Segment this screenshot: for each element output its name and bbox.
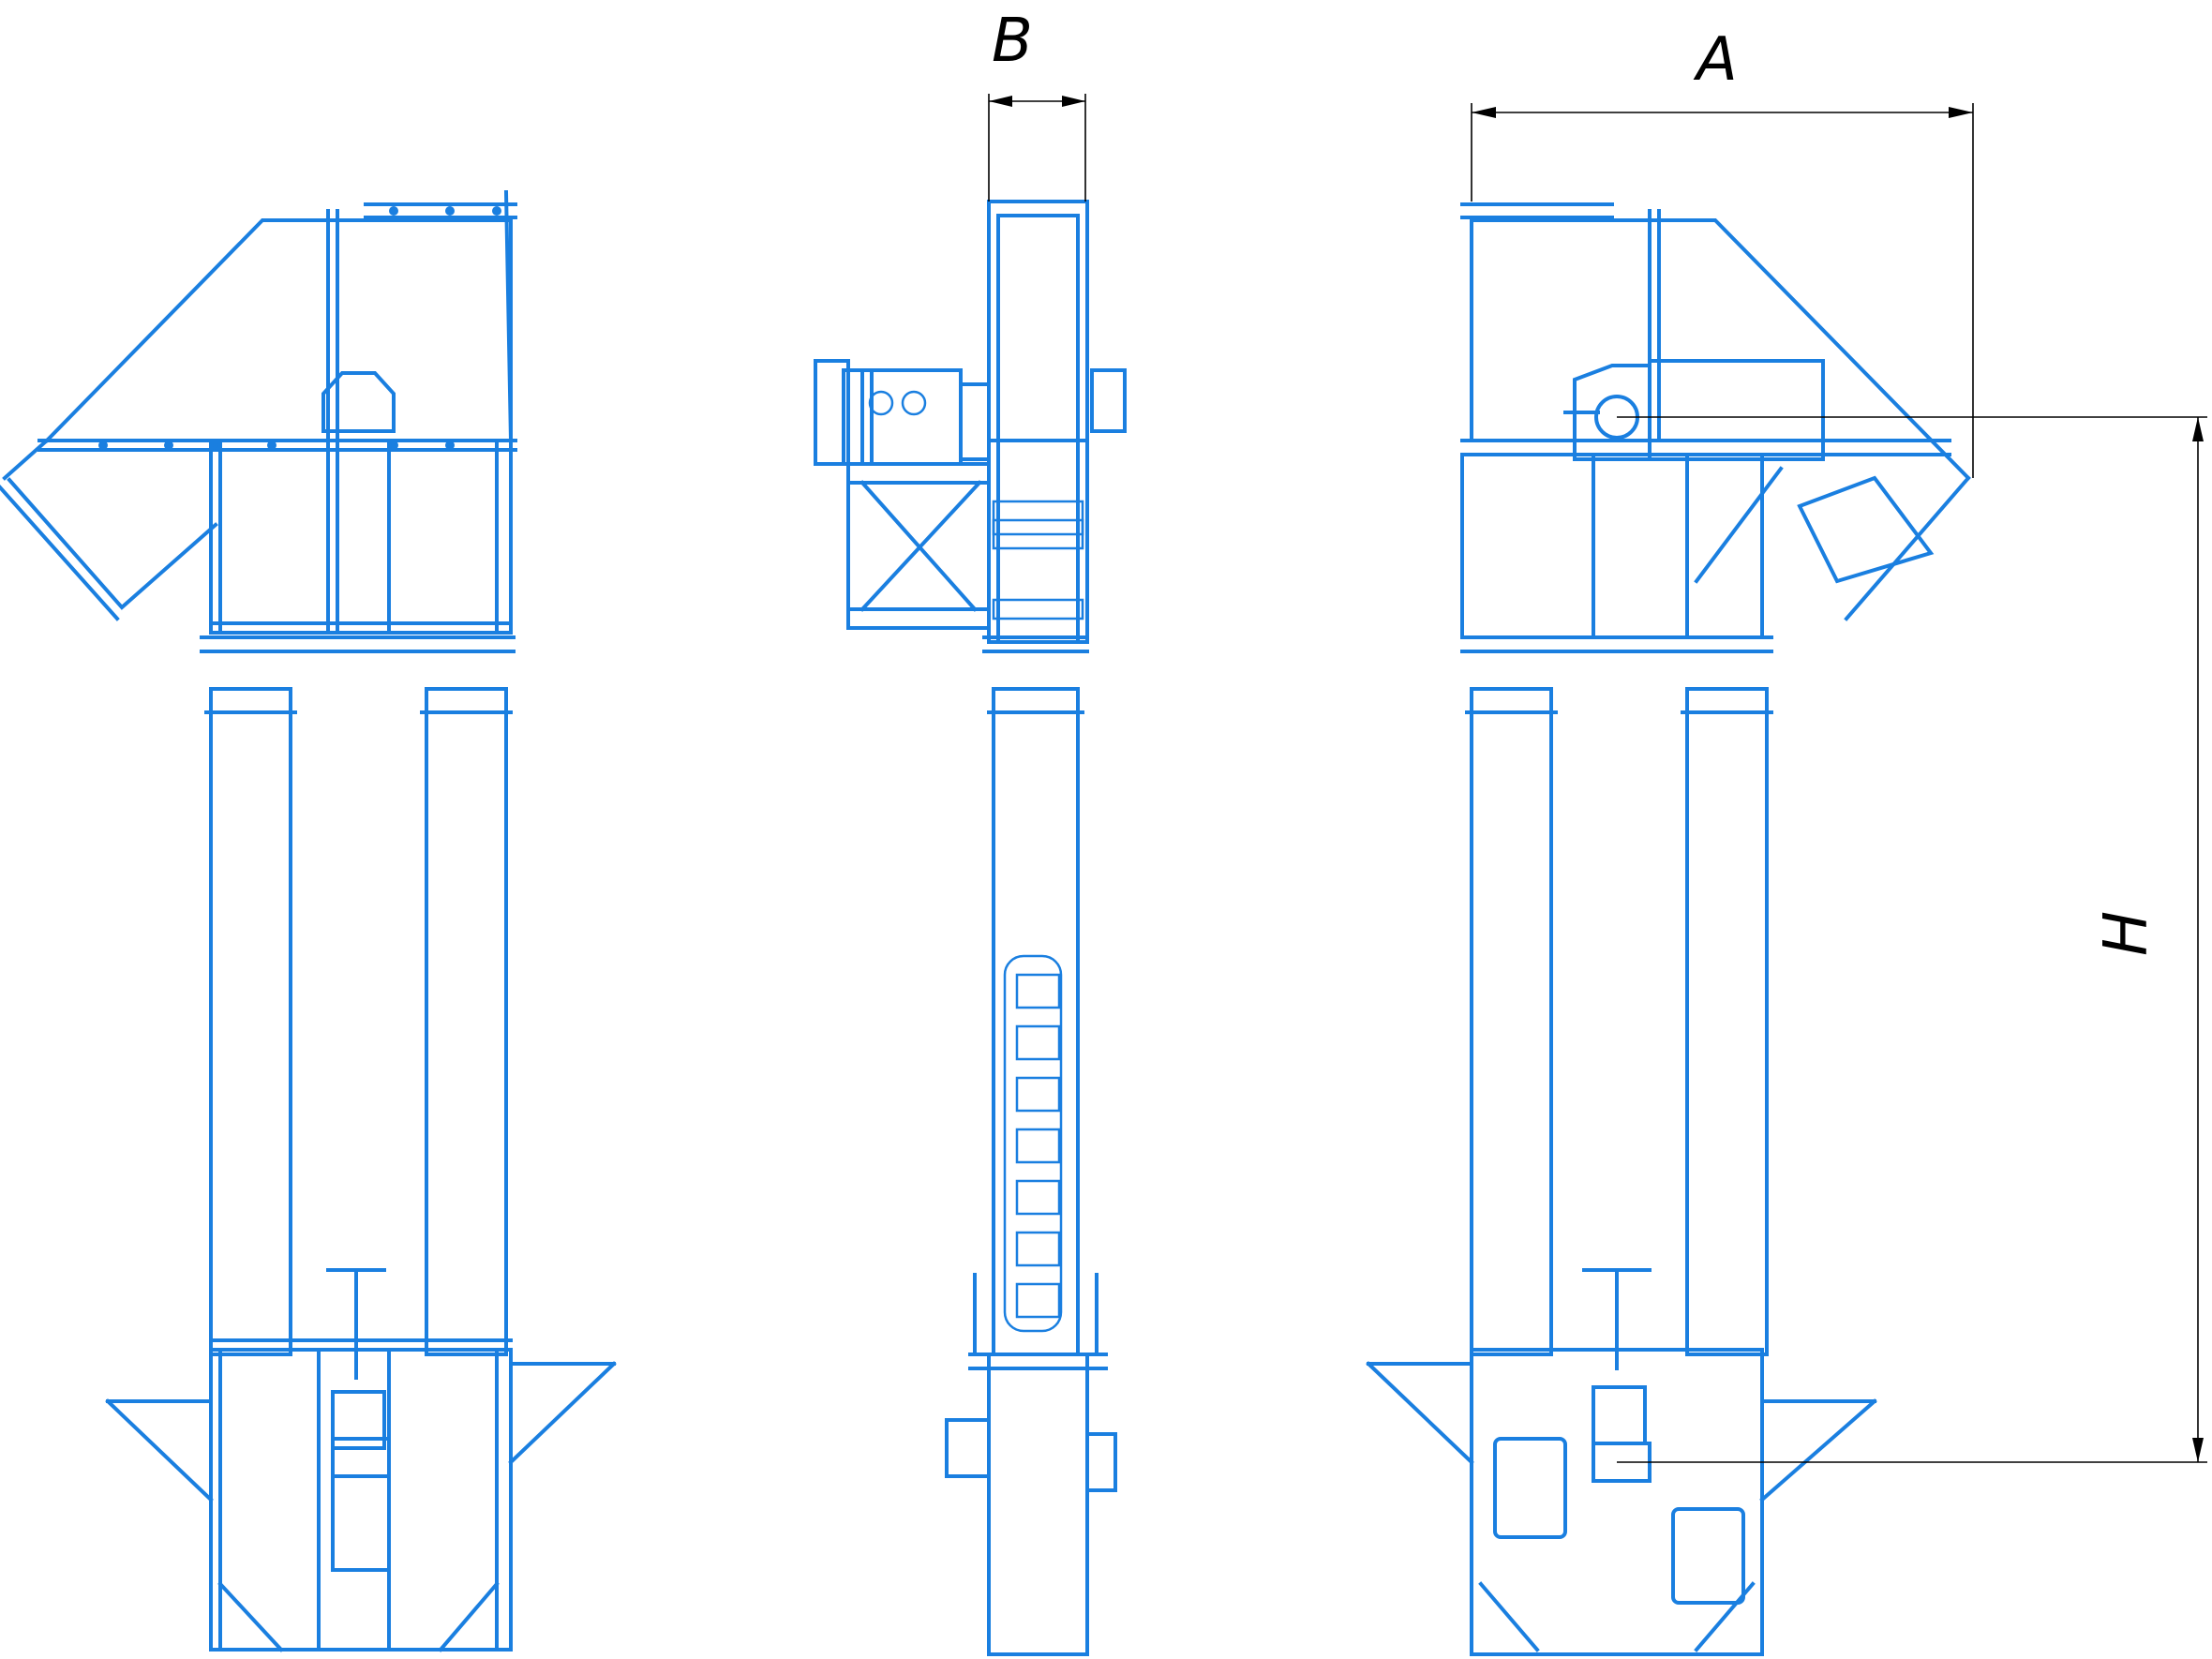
front-head-section [0, 189, 517, 653]
side-casing [987, 687, 1084, 1356]
rear-head-section [1460, 202, 1971, 653]
side-view [814, 200, 1127, 1656]
front-view [0, 189, 617, 1652]
front-boot-section [105, 1268, 617, 1652]
dimension-a: A [1471, 25, 1974, 478]
side-head-section [814, 200, 1127, 653]
gearbox-icon [1563, 359, 1825, 461]
rear-casing [1465, 687, 1773, 1356]
side-boot-section [945, 1273, 1117, 1656]
dimension-h: H [1617, 416, 2207, 1463]
dimension-label-b: B [992, 7, 1033, 76]
front-casing [204, 687, 513, 1356]
rear-view [1366, 202, 1971, 1656]
rear-boot-section [1366, 1268, 1877, 1656]
dimension-b: B [988, 7, 1086, 202]
dimension-label-h: H [2092, 911, 2161, 956]
dimension-label-a: A [1693, 25, 1738, 95]
motor-icon [814, 359, 991, 466]
buckets [1003, 954, 1063, 1333]
